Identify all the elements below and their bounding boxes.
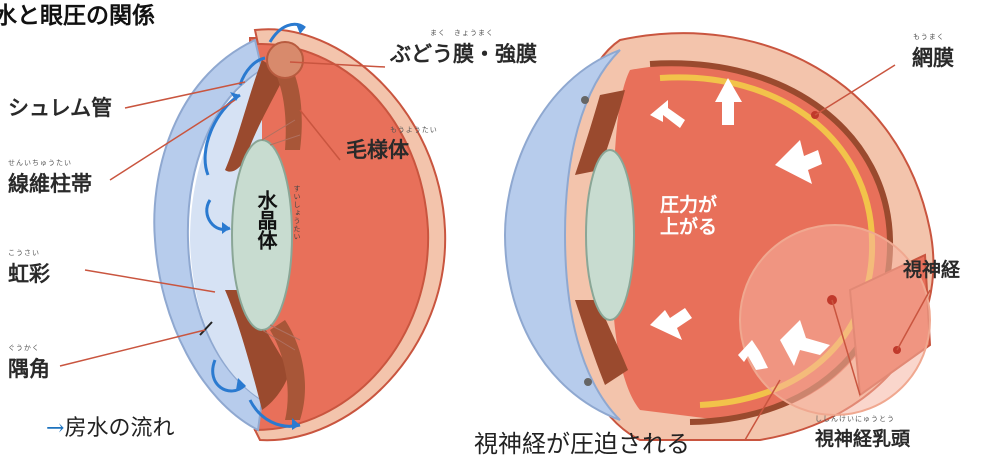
ruby-angle: ぐうかく <box>8 343 40 353</box>
label-zonule: 線維柱帯 <box>8 168 92 198</box>
label-optic-disc: 視神経乳頭 <box>815 424 910 451</box>
ruby-optic-disc: ししんけいにゅうとう <box>815 414 895 424</box>
flow-legend-text: 房水の流れ <box>64 416 174 441</box>
ruby-zonule: せんいちゅうたい <box>8 158 72 168</box>
label-schlemm-canal: シュレム管 <box>8 92 112 122</box>
pressure-line-1: 圧力が <box>660 195 717 217</box>
vessel-bottom <box>584 378 592 386</box>
ruby-iris: こうさい <box>8 248 40 258</box>
ruby-lens: すいしょうたい <box>292 185 302 241</box>
vessel-top <box>581 96 589 104</box>
flow-legend: →房水の流れ <box>46 410 174 442</box>
schlemm-canal <box>267 42 303 78</box>
ruby-uvea-sclera: まく きょうまく <box>430 28 494 38</box>
caption-optic-nerve-compressed: 視神経が圧迫される <box>474 424 690 459</box>
label-angle: 隅角 <box>8 353 50 383</box>
label-pressure-rises: 圧力が 上がる <box>660 195 717 239</box>
flow-legend-arrow: → <box>46 416 64 441</box>
ruby-retina: もうまく <box>913 32 945 42</box>
label-lens: 水晶体 <box>252 190 281 250</box>
optic-disc-highlight <box>740 225 930 415</box>
right-lens <box>586 150 634 320</box>
right-eye-pressure <box>505 33 933 440</box>
label-ciliary-body: 毛様体 <box>346 134 409 164</box>
pressure-line-2: 上がる <box>660 217 717 239</box>
label-uvea-sclera: ぶどう膜・強膜 <box>390 38 537 68</box>
label-iris: 虹彩 <box>8 258 50 288</box>
label-retina: 網膜 <box>912 42 954 72</box>
diagram-title: 水と眼圧の関係 <box>0 0 155 30</box>
label-optic-nerve: 視神経 <box>903 255 960 282</box>
